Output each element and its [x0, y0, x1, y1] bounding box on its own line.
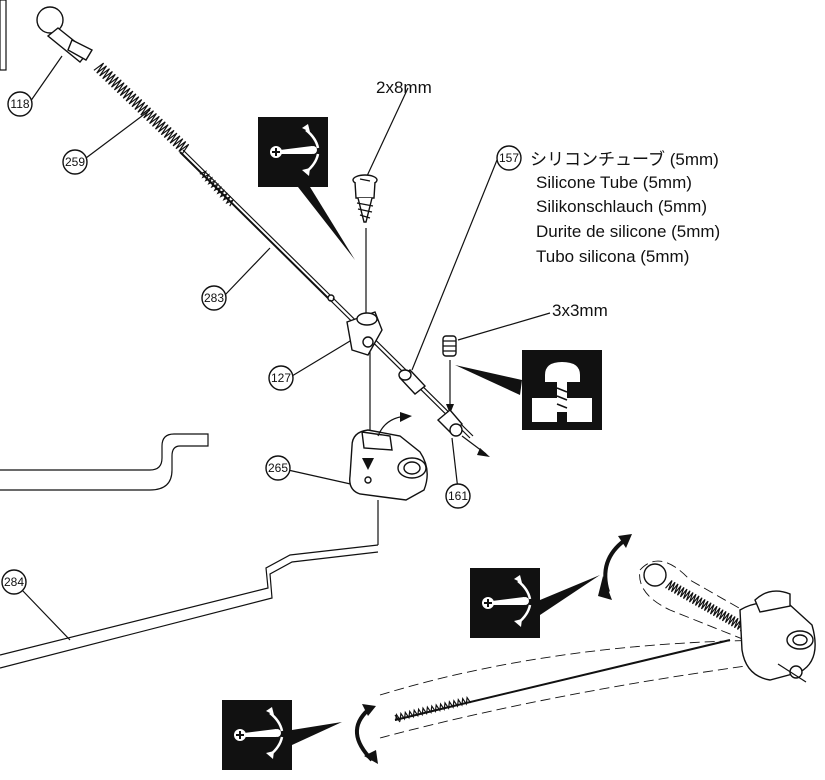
assembled-linkage	[379, 560, 816, 739]
part-number-283-text: 283	[204, 291, 224, 305]
part-number-283: 283	[201, 285, 227, 311]
part-number-157: 157	[496, 145, 522, 171]
screw-2x8mm	[352, 174, 378, 318]
part-number-161: 161	[445, 483, 471, 509]
leader-lines	[21, 55, 551, 641]
silicone-tube-names: シリコンチューブ (5mm) Silicone Tube (5mm) Silik…	[530, 149, 720, 266]
callout-screw-2x8mm: 2x8mm	[376, 78, 432, 97]
part-number-127: 127	[268, 365, 294, 391]
servo-horn-rotation-icon-bottom	[222, 700, 378, 770]
ball-link-118	[0, 0, 93, 71]
servo-saver-265	[349, 412, 428, 545]
set-screw-3x3mm	[442, 335, 457, 414]
callout-screw-3x3mm: 3x3mm	[552, 301, 608, 320]
part-number-127-text: 127	[271, 371, 291, 385]
silicone-tube-name-ja: シリコンチューブ (5mm)	[530, 149, 719, 169]
part-number-259-text: 259	[65, 155, 85, 169]
stopper-161	[436, 409, 490, 457]
spring-259	[93, 62, 190, 155]
part-number-118-text: 118	[10, 97, 29, 111]
part-number-118: 118	[7, 91, 33, 117]
part-number-161-text: 161	[448, 489, 468, 503]
bent-wire-upper	[0, 433, 209, 491]
part-number-284: 284	[1, 569, 27, 595]
part-number-259: 259	[62, 149, 88, 175]
part-number-265-text: 265	[268, 461, 288, 475]
silicone-tube-name-de: Silikonschlauch (5mm)	[536, 197, 707, 216]
servo-horn-rotation-icon-right	[470, 534, 632, 638]
wire-284	[0, 544, 379, 669]
rod-connector-127	[346, 311, 383, 470]
silicone-tube-piece	[398, 369, 427, 395]
part-number-284-text: 284	[4, 575, 24, 589]
silicone-tube-name-es: Tubo silicona (5mm)	[536, 247, 689, 266]
screw-thread-lock-icon	[455, 350, 602, 430]
part-number-157-text: 157	[499, 151, 519, 165]
servo-horn-rotation-icon	[258, 117, 355, 260]
silicone-tube-name-fr: Durite de silicone (5mm)	[536, 222, 720, 241]
part-number-265: 265	[265, 455, 291, 481]
silicone-tube-name-en: Silicone Tube (5mm)	[536, 173, 692, 192]
